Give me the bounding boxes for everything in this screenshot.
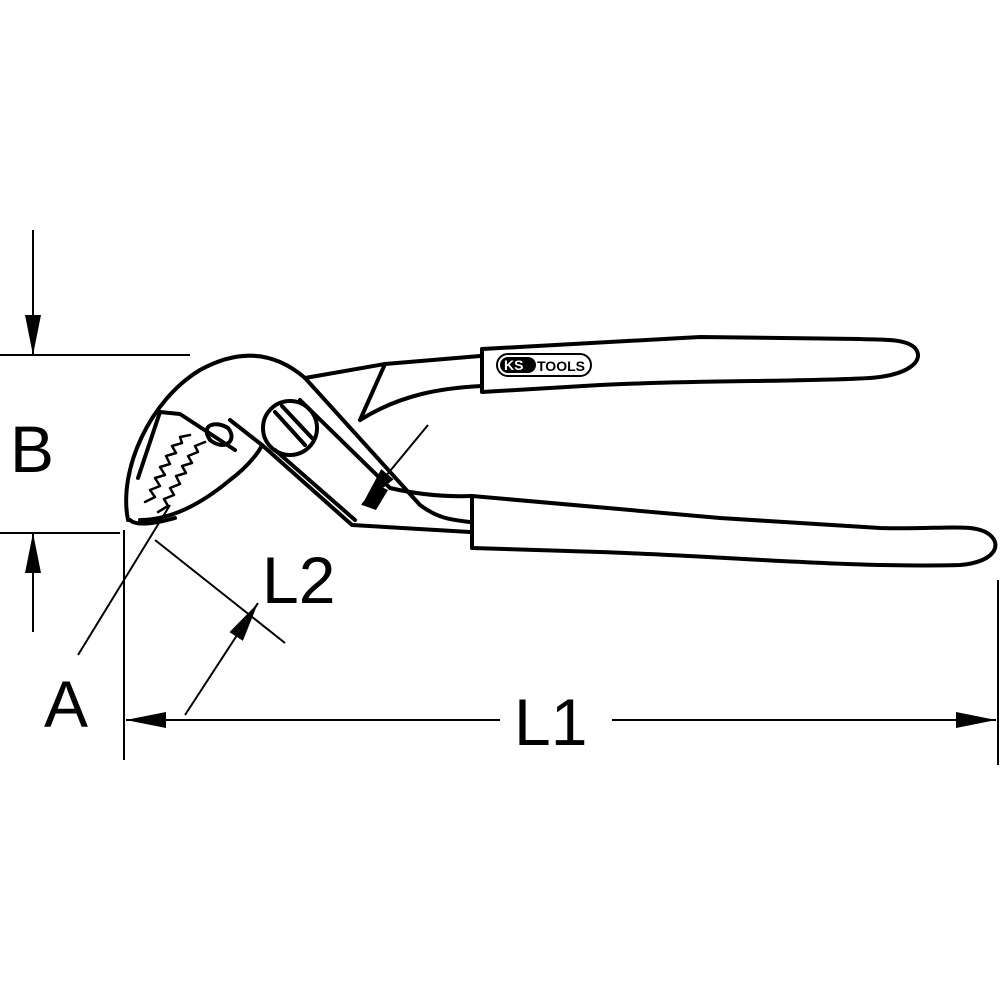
label-l1: L1 [514, 685, 587, 759]
dimension-l2: L2 [154, 424, 429, 716]
dimension-l1: L1 [123, 530, 999, 765]
dimension-a: A [44, 504, 171, 741]
logo-ks: KS [504, 357, 523, 373]
pliers [124, 335, 998, 568]
label-a: A [44, 667, 88, 741]
logo-tools: TOOLS [537, 358, 585, 374]
dimension-b: B [0, 230, 190, 632]
label-b: B [10, 412, 54, 486]
label-l2: L2 [262, 543, 335, 617]
ks-tools-logo: KS TOOLS [496, 353, 592, 377]
